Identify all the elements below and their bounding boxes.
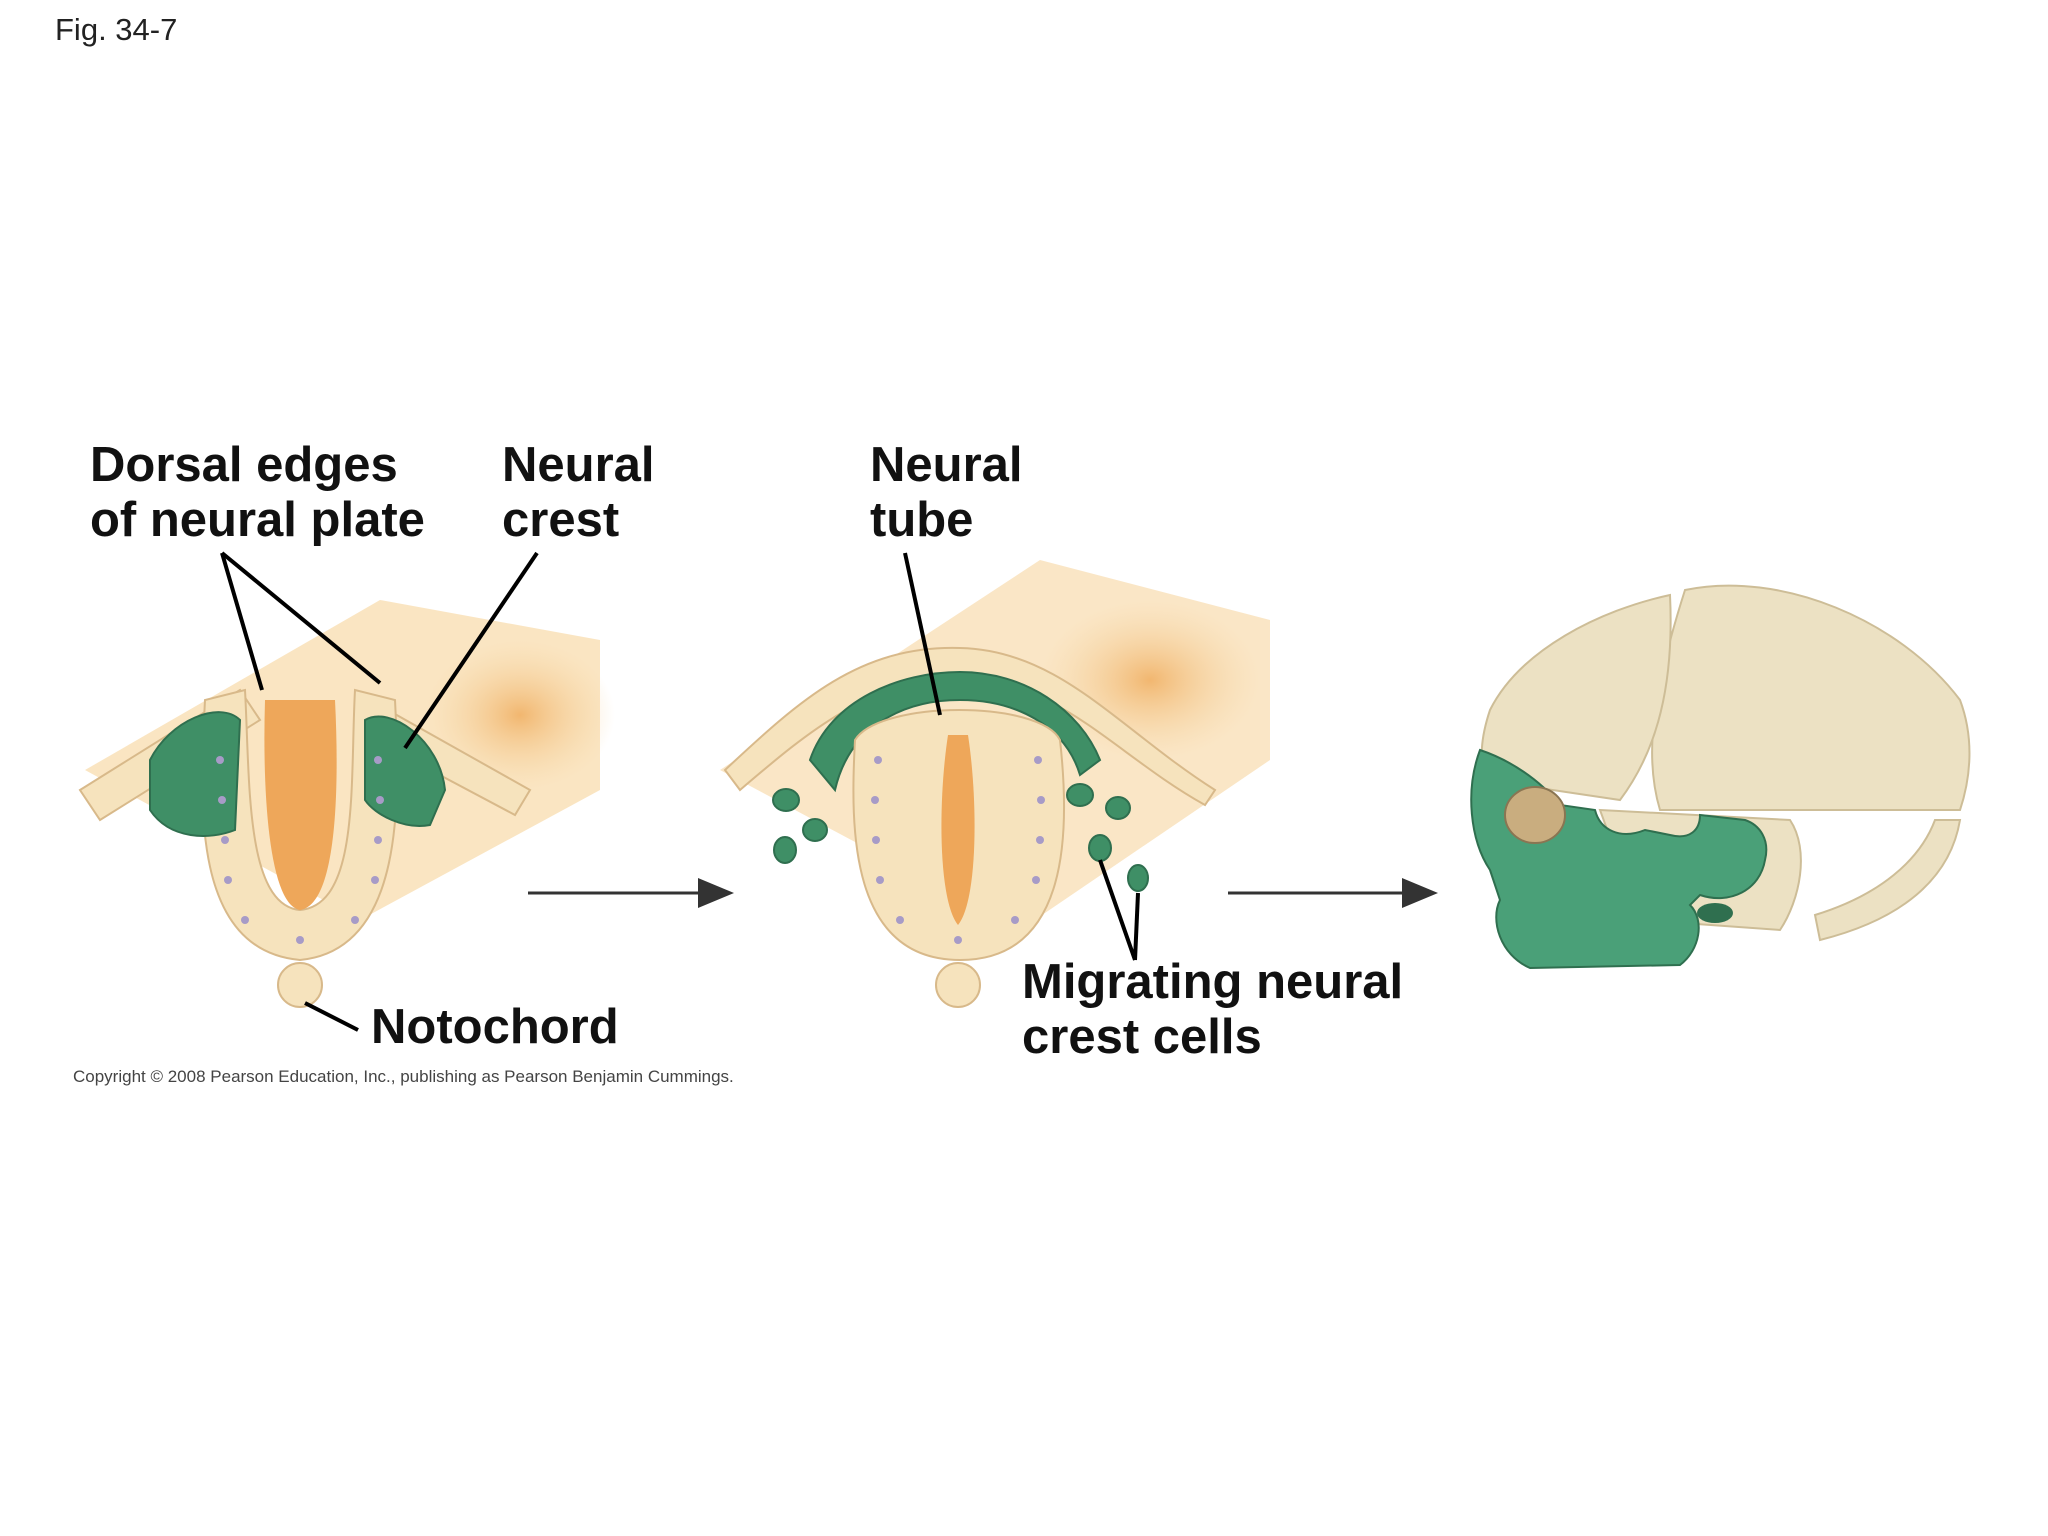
notochord-1 (277, 962, 323, 1008)
panel-skull (1470, 584, 1971, 970)
label-neural-tube-line2: tube (870, 493, 974, 547)
leader-migrating-1 (1098, 859, 1137, 961)
notochord-2 (935, 962, 981, 1008)
leader-dorsal-edge-right (220, 551, 382, 685)
skull-occipital (1813, 819, 1962, 942)
skull-parietal (1651, 584, 1971, 811)
label-migrating-line1: Migrating neural (1022, 955, 1404, 1009)
skull-orbit (1504, 786, 1566, 844)
neural-groove (201, 688, 399, 962)
panel-neural-plate (78, 551, 615, 1032)
label-neural-crest-line1: Neural (502, 438, 655, 492)
label-dorsal-edges-line2: of neural plate (90, 493, 425, 547)
label-neural-crest-line2: crest (502, 493, 620, 547)
orange-glow-1 (425, 640, 615, 790)
copyright-notice: Copyright © 2008 Pearson Education, Inc.… (73, 1067, 734, 1086)
figure-number: Fig. 34-7 (55, 12, 178, 47)
neural-crest-left (149, 711, 242, 837)
nuclei-1 (216, 756, 384, 944)
label-neural-crest: Neural crest (502, 438, 655, 548)
label-neural-tube-line1: Neural (870, 438, 1023, 492)
skull-ear (1697, 903, 1733, 923)
label-migrating-cells: Migrating neural crest cells (1022, 955, 1403, 1065)
neural-crest-right (364, 715, 447, 827)
label-dorsal-edges-line1: Dorsal edges (90, 438, 398, 492)
leader-migrating-2 (1133, 892, 1140, 961)
groove-lumen (264, 700, 337, 910)
tube-lumen (941, 735, 975, 925)
label-dorsal-edges: Dorsal edges of neural plate (90, 438, 425, 548)
label-migrating-line2: crest cells (1022, 1010, 1262, 1064)
neural-crest-band (808, 670, 1102, 793)
nuclei-2 (871, 756, 1045, 944)
leader-notochord (304, 1001, 359, 1032)
label-neural-tube: Neural tube (870, 438, 1023, 548)
leader-neural-tube (903, 552, 942, 716)
leader-dorsal-edge-left (220, 552, 264, 691)
migrating-cells (772, 783, 1149, 892)
skull-frontal (1480, 593, 1672, 802)
label-notochord: Notochord (371, 1000, 619, 1054)
panel-neural-tube (720, 552, 1270, 1008)
leader-neural-crest (403, 551, 539, 750)
